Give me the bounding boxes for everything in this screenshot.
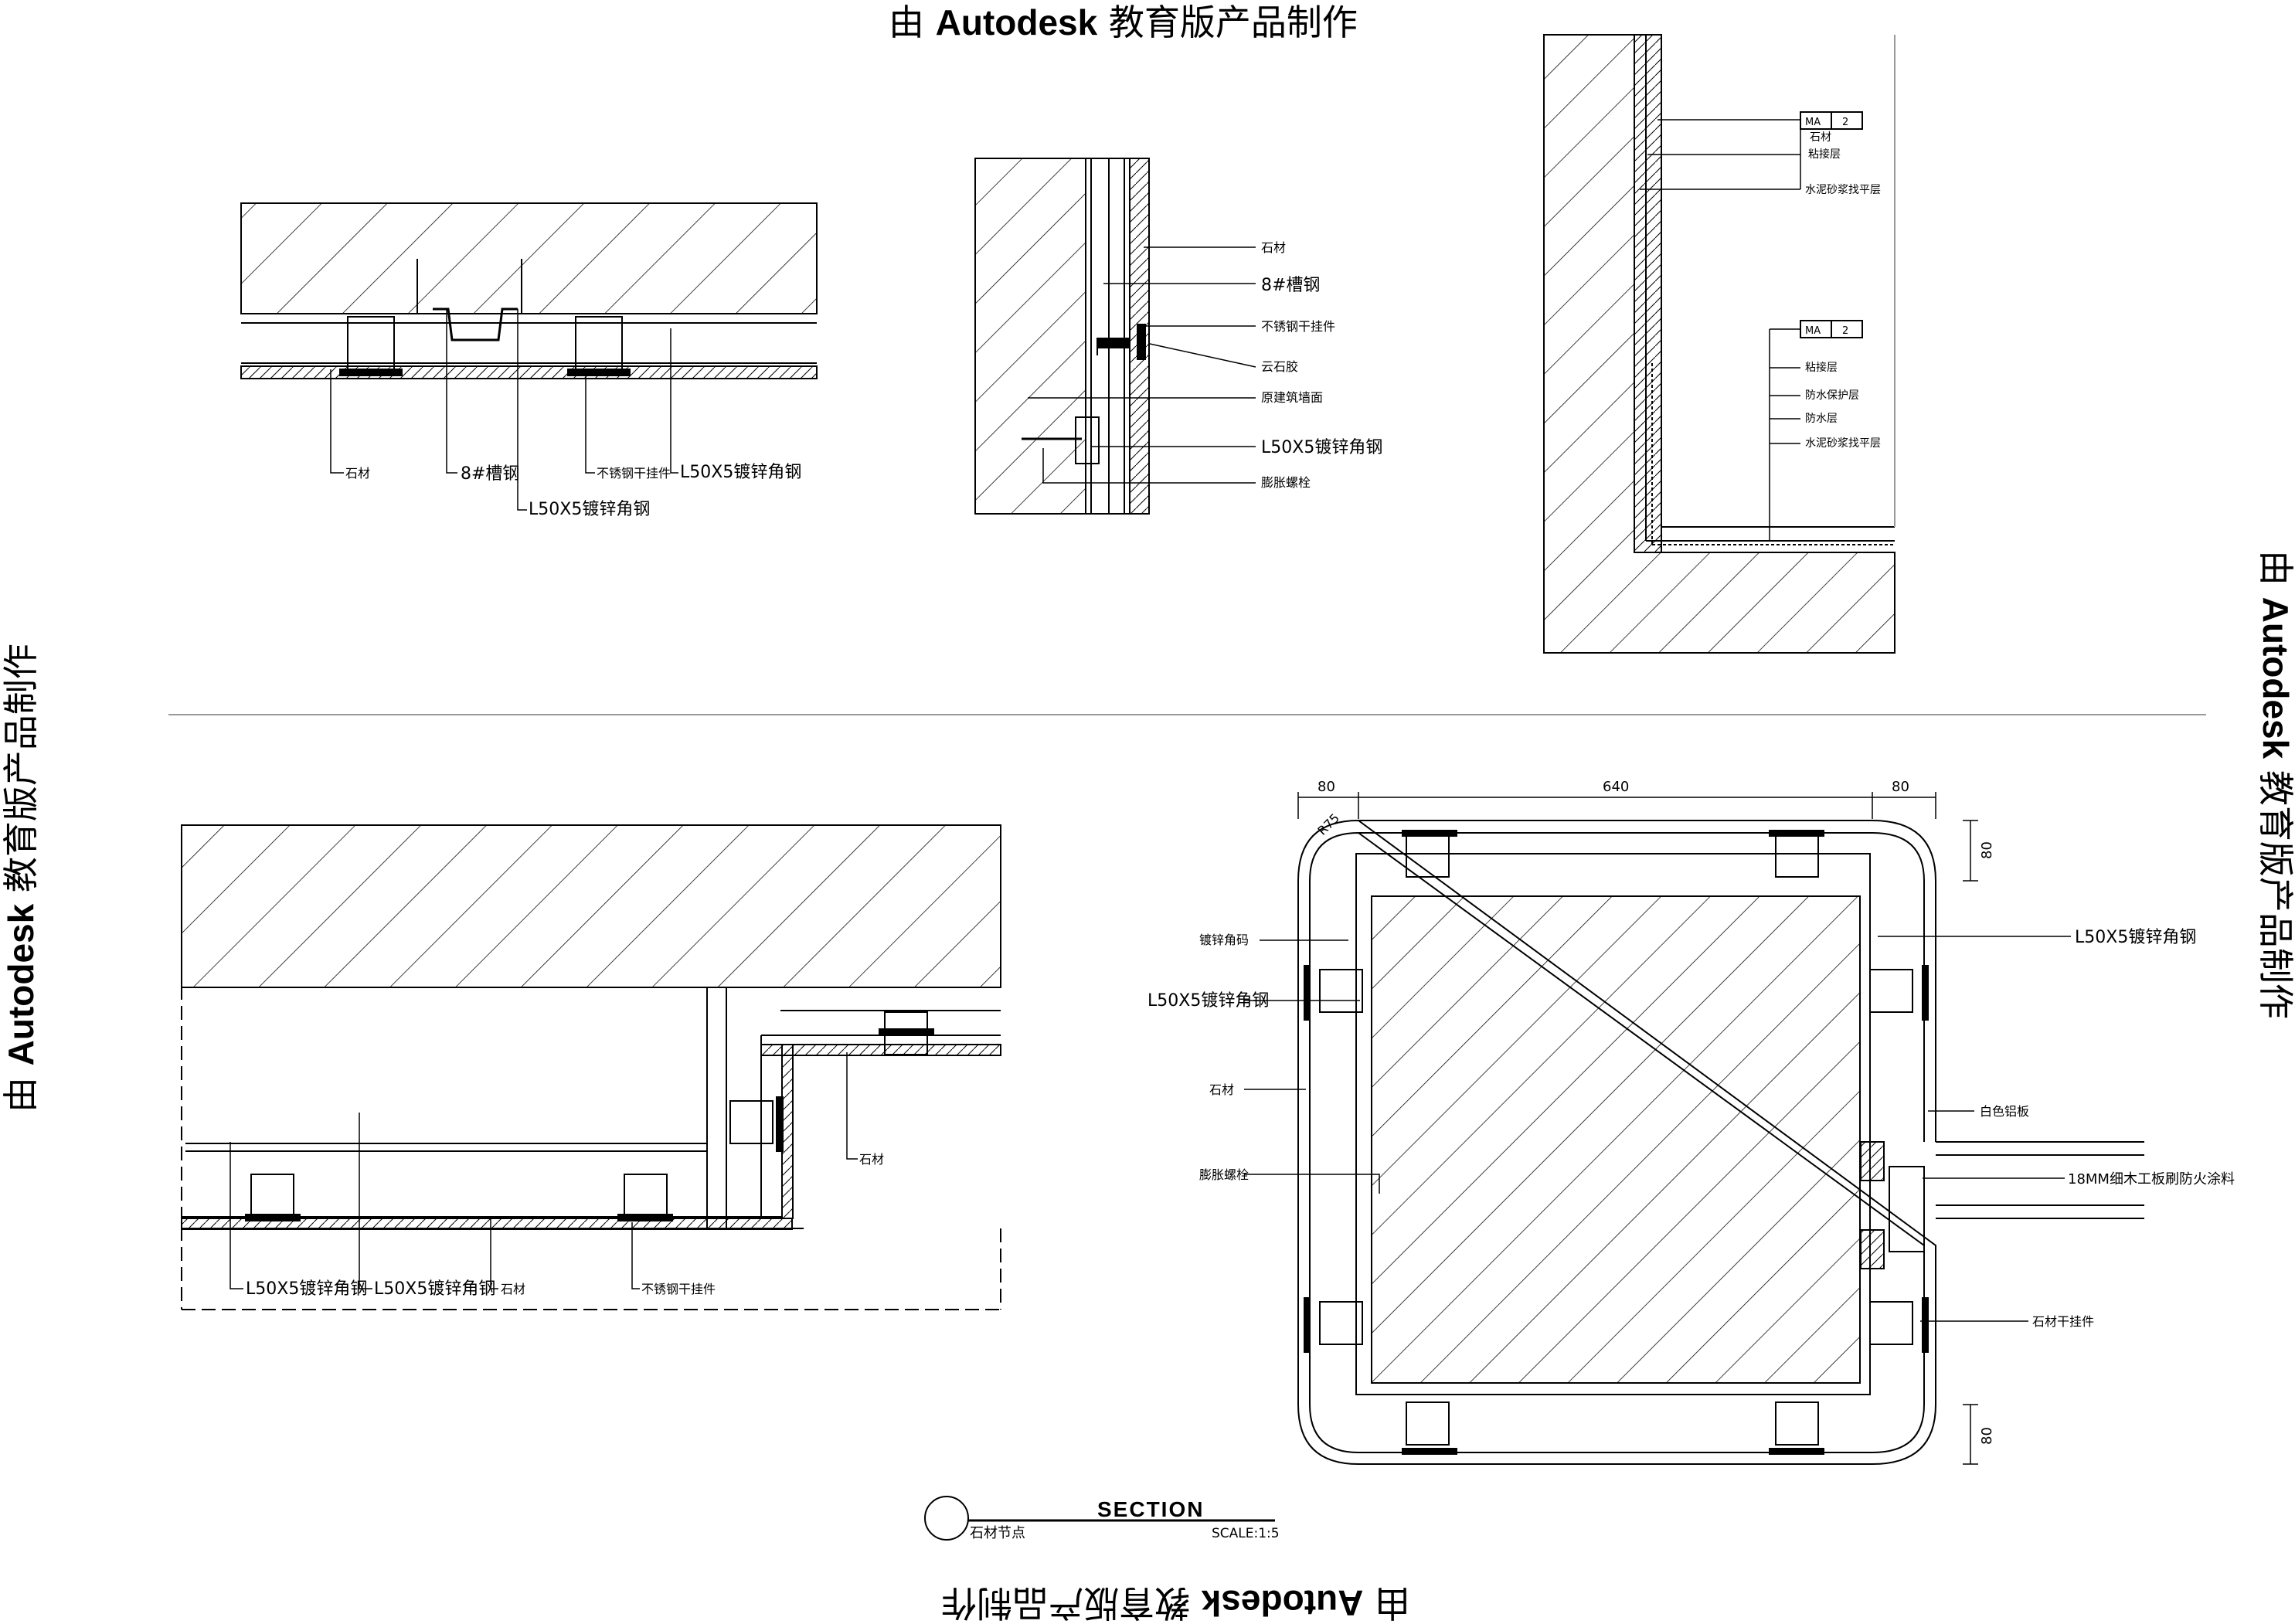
d5-label-stone-clip: 石材干挂件 (2032, 1314, 2094, 1329)
d2-label-glue: 云石胶 (1261, 359, 1298, 374)
d5-label-stone-left: 石材 (1209, 1082, 1234, 1097)
detail-1 (240, 202, 818, 511)
detail-5 (1244, 792, 2144, 1465)
d3-label-bond-upper: 粘接层 (1808, 148, 1841, 161)
title-subtitle: 石材节点 (970, 1525, 1025, 1541)
d5-dim-radius: R75 (1314, 810, 1342, 838)
title-section: SECTION (1097, 1497, 1204, 1521)
d5-dim-left: 80 (1318, 779, 1335, 795)
detail-4 (181, 824, 1001, 1310)
detail-3 (1543, 34, 1896, 654)
d3-tag-code-lower: MA (1805, 325, 1821, 337)
d2-label-stone: 石材 (1261, 240, 1286, 255)
d3-label-screed-upper: 水泥砂浆找平层 (1805, 184, 1881, 196)
d5-dim-side-top: 80 (1979, 841, 1995, 859)
d4-label-angle-a: L50X5镀锌角钢 (246, 1279, 367, 1299)
watermark-top: 由 Autodesk 教育版产品制作 (889, 2, 1358, 43)
d4-label-angle-b: L50X5镀锌角钢 (374, 1279, 495, 1299)
d5-dim-middle: 640 (1603, 779, 1629, 795)
d2-label-channel: 8#槽钢 (1261, 276, 1320, 295)
d5-dim-right: 80 (1892, 779, 1909, 795)
d1-label-channel: 8#槽钢 (461, 464, 519, 484)
d3-label-wp-protect: 防水保护层 (1805, 389, 1859, 402)
d3-tag-num-upper: 2 (1842, 117, 1848, 128)
d5-label-bolt: 膨胀螺栓 (1199, 1167, 1249, 1182)
d5-label-angle-left: L50X5镀锌角钢 (1148, 991, 1269, 1011)
d3-tag-num-lower: 2 (1842, 325, 1848, 337)
d2-label-angle: L50X5镀锌角钢 (1261, 438, 1382, 457)
title-block (924, 1496, 1275, 1541)
d2-label-clip: 不锈钢干挂件 (1261, 319, 1335, 334)
d2-label-wall: 原建筑墙面 (1261, 390, 1323, 405)
d1-label-angle-b: L50X5镀锌角钢 (680, 463, 801, 482)
d5-dim-side-bottom: 80 (1979, 1427, 1995, 1445)
d4-label-stone: 石材 (501, 1282, 525, 1296)
d5-label-board: 18MM细木工板刷防火涂料 (2068, 1171, 2235, 1187)
d1-label-stone: 石材 (345, 466, 370, 481)
d4-label-stone-right: 石材 (859, 1152, 884, 1167)
d2-label-bolt: 膨胀螺栓 (1261, 475, 1311, 490)
d3-label-stone: 石材 (1810, 131, 1831, 144)
title-scale: SCALE:1:5 (1212, 1526, 1280, 1541)
d3-label-bond-lower: 粘接层 (1805, 361, 1838, 374)
d5-label-angle-clip: 镀锌角码 (1199, 933, 1249, 947)
d3-label-screed-lower: 水泥砂浆找平层 (1805, 437, 1881, 450)
d5-label-angle-right: L50X5镀锌角钢 (2075, 928, 2196, 947)
detail-2 (974, 158, 1256, 515)
d1-label-clip: 不锈钢干挂件 (597, 466, 671, 481)
d5-label-alu: 白色铝板 (1980, 1104, 2029, 1119)
d3-tag-code-upper: MA (1805, 117, 1821, 128)
d1-label-angle-a: L50X5镀锌角钢 (529, 500, 650, 519)
d4-label-clip: 不锈钢干挂件 (641, 1282, 716, 1296)
d3-label-wp: 防水层 (1805, 413, 1838, 425)
